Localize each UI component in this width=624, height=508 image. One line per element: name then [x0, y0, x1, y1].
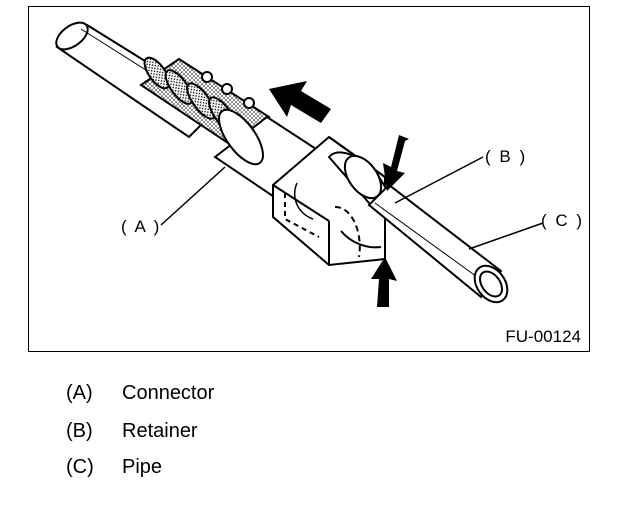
legend-item-b: (B) Retainer	[66, 420, 198, 443]
callout-a: ( A )	[121, 217, 162, 236]
legend-label: Pipe	[122, 456, 163, 478]
figure-code: FU-00124	[505, 327, 581, 346]
push-arrow-icon	[269, 81, 331, 123]
callout-b: ( B )	[485, 147, 528, 166]
legend-key: (B)	[66, 420, 93, 442]
legend-item-a: (A) Connector	[66, 382, 214, 405]
connector-illustration	[55, 21, 544, 307]
figure-frame: ( A ) ( B ) ( C ) FU-00124	[28, 6, 590, 352]
legend-key: (C)	[66, 456, 94, 478]
legend-label: Retainer	[122, 420, 198, 442]
legend-key: (A)	[66, 382, 93, 404]
squeeze-arrow-top-icon	[383, 135, 409, 191]
legend-label: Connector	[122, 382, 215, 404]
squeeze-arrow-bottom-icon	[371, 257, 397, 307]
leader-lines	[160, 156, 544, 250]
legend-item-c: (C) Pipe	[66, 456, 162, 479]
callout-c: ( C )	[541, 211, 585, 230]
pipe	[367, 183, 509, 304]
